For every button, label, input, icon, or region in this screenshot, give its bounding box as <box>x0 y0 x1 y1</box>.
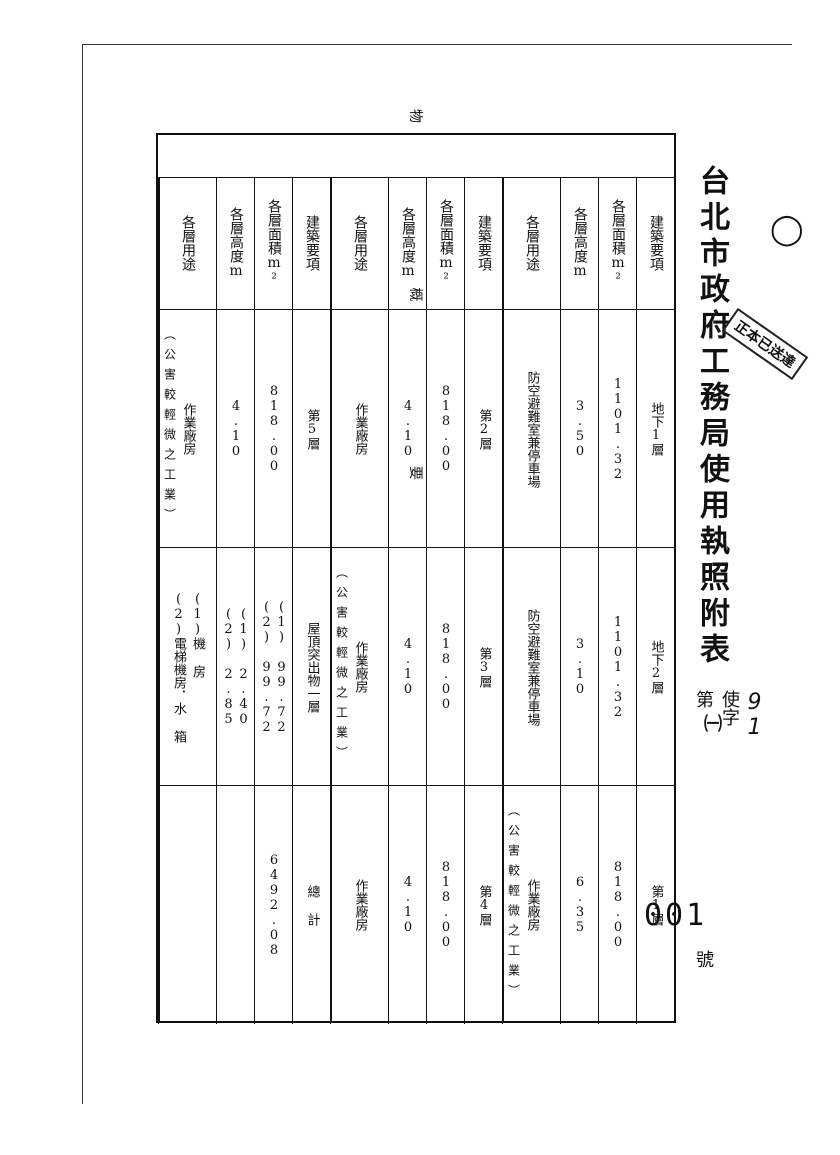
table-cell-area: 6492.08 <box>254 785 293 1024</box>
group-separator <box>158 177 160 1021</box>
row-label-use: 各層用途 <box>158 177 217 309</box>
permit-prefix: 使字第 <box>693 690 740 726</box>
table-cell-height: 4.10 <box>388 785 427 1024</box>
table-cell-use: 作業廠房 <box>330 785 389 1024</box>
row-label-item: 建築要項 <box>636 177 675 309</box>
table-cell-height: 4.10 <box>216 309 255 548</box>
row-label-use: 各層用途 <box>330 177 389 309</box>
table-cell-height: 4.10 <box>388 309 427 548</box>
table-cell-item: 第5層 <box>292 309 331 548</box>
table-cell-height: 6.35 <box>560 785 599 1024</box>
pollution-note: （公害較輕微之工業） <box>334 566 349 766</box>
table-cell-height: 3.10 <box>560 547 599 786</box>
table-cell-use: 作業廠房 <box>502 785 561 1024</box>
page-left-rule <box>82 44 83 1104</box>
table-cell-item: 屋頂突出物一層 <box>292 547 331 786</box>
group-separator <box>330 177 332 1021</box>
table-cell-height <box>216 785 255 1024</box>
table-cell-use: 作業廠房 <box>330 309 389 548</box>
table-cell-height: 3.50 <box>560 309 599 548</box>
table-cell-use: 作業廠房 <box>330 547 389 786</box>
row-label-area: 各層面積m² <box>426 177 465 309</box>
row-label-height: 各層高度m <box>216 177 255 309</box>
document-title-text: 台北市政府工務局使用執照附表 <box>694 165 729 669</box>
document-title: 台北市政府工務局使用執照附表 ㈠ <box>683 165 733 732</box>
table-cell-height: 4.10 <box>388 547 427 786</box>
circle-mark-icon: ◯ <box>770 212 804 247</box>
row-label-height: 各層高度m <box>560 177 599 309</box>
table-cell-area: 818.00 <box>426 785 465 1024</box>
table-cell-height: (1) 2.40 (2) 2.85 <box>216 547 255 786</box>
table-cell-area: 818.00 <box>426 547 465 786</box>
table-cell-use <box>158 785 217 1024</box>
table-cell-area: 1101.32 <box>598 547 637 786</box>
group-separator <box>502 177 504 1021</box>
table-cell-item: 第1層 <box>636 785 675 1024</box>
section-title-band: 建 築 物 概 要 <box>158 0 674 560</box>
table-cell-area: 818.00 <box>598 785 637 1024</box>
permit-year: 91 <box>742 690 767 740</box>
pollution-note: （公害較輕微之工業） <box>506 804 521 1004</box>
permit-suffix: 號 <box>693 950 714 968</box>
row-label-height: 各層高度m <box>388 177 427 309</box>
document-title-sub: ㈠ <box>701 714 722 732</box>
row-label-area: 各層面積m² <box>254 177 293 309</box>
table-cell-area: 818.00 <box>426 309 465 548</box>
row-label-use: 各層用途 <box>502 177 561 309</box>
table-cell-area: 1101.32 <box>598 309 637 548</box>
page-top-rule <box>82 44 792 45</box>
table-cell-item: 總 計 <box>292 785 331 1024</box>
row-label-item: 建築要項 <box>292 177 331 309</box>
table-cell-use: (1)機 房 (2)電梯機房．水 箱 <box>158 547 217 786</box>
table-cell-use: 作業廠房 <box>158 309 217 548</box>
table-cell-use: 防空避難室兼停車場 <box>502 547 561 786</box>
table-cell-use: 防空避難室兼停車場 <box>502 309 561 548</box>
table-cell-item: 地下1層 <box>636 309 675 548</box>
table-cell-item: 地下2層 <box>636 547 675 786</box>
table-cell-item: 第4層 <box>464 785 503 1024</box>
table-cell-item: 第3層 <box>464 547 503 786</box>
received-stamp: 正本已送達 <box>721 307 809 381</box>
row-label-area: 各層面積m² <box>598 177 637 309</box>
section-title-rule <box>158 177 674 178</box>
table-cell-item: 第2層 <box>464 309 503 548</box>
table-cell-area: (1) 99.72 (2) 99.72 <box>254 547 293 786</box>
table-cell-area: 818.00 <box>254 309 293 548</box>
pollution-note: （公害較輕微之工業） <box>162 328 177 528</box>
row-label-item: 建築要項 <box>464 177 503 309</box>
